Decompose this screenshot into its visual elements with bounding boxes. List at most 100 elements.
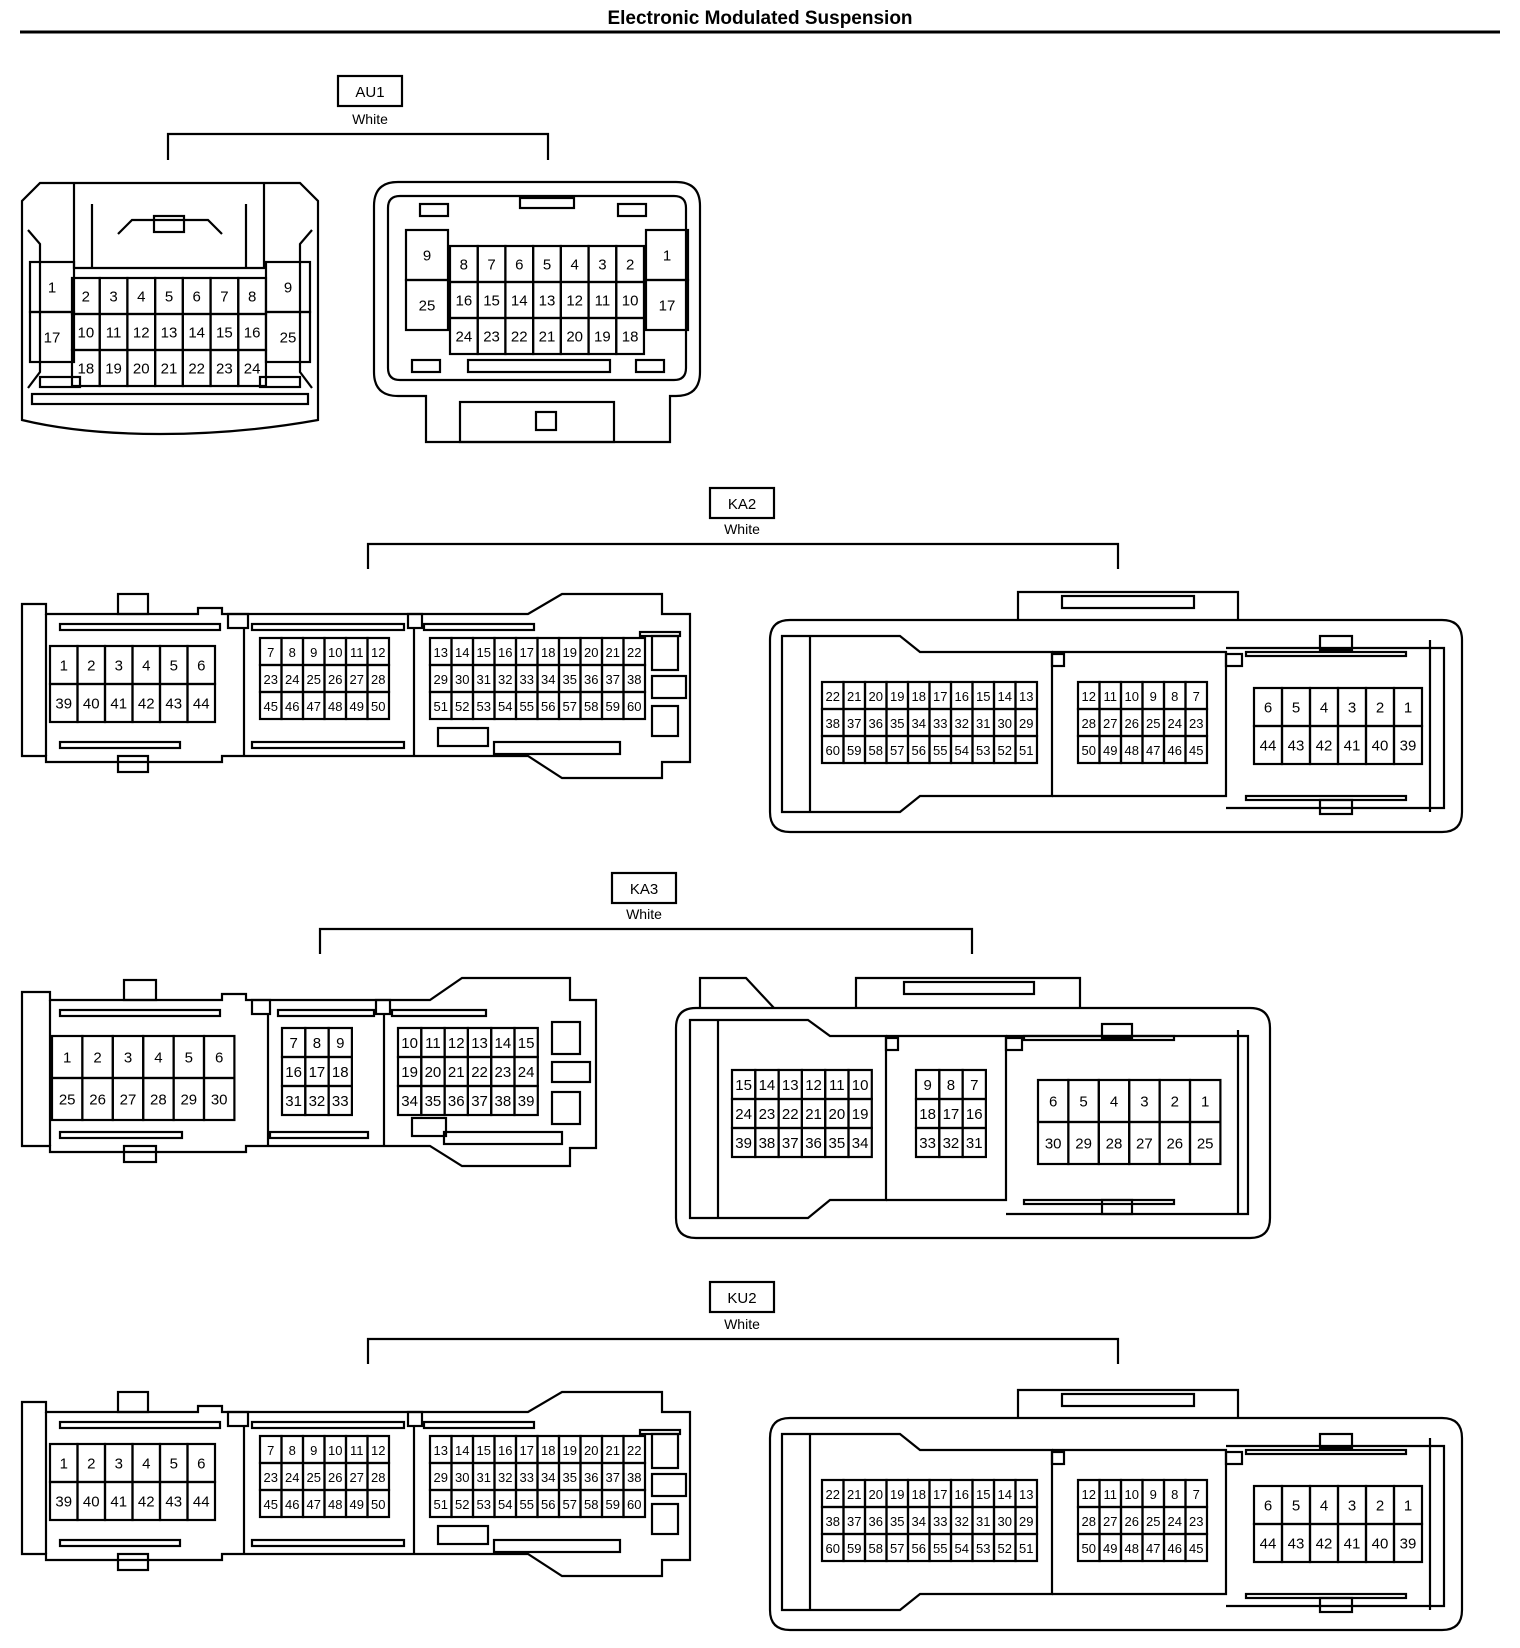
pin-label: 44	[1260, 738, 1277, 755]
pin-label: 7	[289, 1035, 297, 1052]
pin-cell	[615, 316, 646, 356]
pin-label: 14	[455, 645, 469, 660]
pin-label: 19	[563, 1443, 577, 1458]
housing-detail	[1004, 1036, 1024, 1052]
pin-label: 2	[93, 1050, 101, 1067]
housing-detail	[250, 622, 406, 632]
pin-label: 45	[1189, 1541, 1203, 1556]
pin-cell	[186, 1480, 217, 1522]
housing-detail	[410, 358, 442, 374]
housing-detail	[1224, 652, 1244, 668]
pin-label: 3	[115, 1456, 123, 1473]
view-bracket	[166, 132, 550, 160]
pin-label: 4	[1110, 1094, 1118, 1111]
pin-cell	[1392, 1522, 1424, 1564]
pin-label: 36	[584, 672, 598, 687]
pin-label: 19	[563, 645, 577, 660]
pin-label: 27	[1103, 716, 1117, 731]
pin-label: 39	[518, 1093, 535, 1110]
pin-label: 26	[1125, 716, 1139, 731]
housing-detail	[650, 1502, 680, 1536]
pin-label: 20	[869, 689, 883, 704]
pin-label: 56	[541, 1497, 555, 1512]
pin-label: 29	[434, 672, 448, 687]
pin-label: 59	[847, 743, 861, 758]
housing-detail	[250, 1538, 406, 1548]
pin-label: 23	[216, 361, 233, 378]
pin-label: 23	[264, 1470, 278, 1485]
pin-label: 37	[847, 716, 861, 731]
pin-label: 5	[170, 658, 178, 675]
pin-label: 36	[869, 716, 883, 731]
housing-detail	[1050, 1450, 1066, 1466]
pin-label: 58	[584, 1497, 598, 1512]
pin-label: 10	[622, 293, 639, 310]
housing-detail	[152, 214, 186, 234]
pin-label: 40	[1372, 738, 1389, 755]
pin-label: 31	[285, 1093, 302, 1110]
pin-label: 9	[336, 1035, 344, 1052]
pin-label: 26	[1125, 1514, 1139, 1529]
pin-label: 25	[280, 330, 297, 347]
housing-detail	[58, 1130, 184, 1140]
housing-detail	[1060, 594, 1196, 610]
pin-label: 47	[1146, 1541, 1160, 1556]
pin-label: 26	[89, 1092, 106, 1109]
housing-detail	[650, 634, 680, 672]
housing-detail	[436, 726, 490, 748]
pin-label: 60	[826, 743, 840, 758]
pin-label: 13	[471, 1035, 488, 1052]
pin-label: 22	[627, 1443, 641, 1458]
pin-label: 4	[571, 257, 579, 274]
housing-outline	[1016, 1388, 1240, 1418]
housing-outline	[386, 194, 688, 382]
pin-label: 20	[829, 1106, 846, 1123]
pin-label: 3	[124, 1050, 132, 1067]
pin-label: 5	[165, 289, 173, 306]
pin-label: 33	[933, 1514, 947, 1529]
pin-label: 24	[518, 1064, 535, 1081]
pin-label: 17	[44, 330, 61, 347]
pin-label: 10	[328, 645, 342, 660]
pin-label: 57	[563, 1497, 577, 1512]
housing-detail	[1100, 1022, 1134, 1040]
pin-label: 9	[1150, 1487, 1157, 1502]
pin-label: 3	[1348, 1498, 1356, 1515]
pin-label: 46	[1168, 743, 1182, 758]
pin-cell	[1392, 724, 1424, 766]
pin-label: 21	[805, 1106, 822, 1123]
pin-label: 23	[264, 672, 278, 687]
pin-label: 12	[1082, 1487, 1096, 1502]
pin-label: 17	[659, 298, 676, 315]
pin-label: 38	[627, 672, 641, 687]
housing-detail	[116, 754, 150, 774]
pin-label: 57	[563, 699, 577, 714]
pin-label: 3	[1348, 700, 1356, 717]
pin-label: 6	[193, 289, 201, 306]
pin-label: 36	[869, 1514, 883, 1529]
pin-label: 25	[1146, 1514, 1160, 1529]
pin-label: 11	[595, 293, 611, 310]
pin-cell	[644, 278, 690, 332]
pin-label: 33	[520, 1470, 534, 1485]
pin-label: 23	[759, 1106, 776, 1123]
connector-id-label: KA2	[728, 496, 756, 513]
pin-label: 12	[371, 1443, 385, 1458]
pin-label: 30	[998, 1514, 1012, 1529]
pin-cell	[847, 1126, 873, 1159]
pin-label: 13	[539, 293, 556, 310]
pin-label: 59	[606, 699, 620, 714]
housing-detail	[1244, 650, 1408, 658]
pin-label: 15	[483, 293, 500, 310]
pin-label: 45	[264, 1497, 278, 1512]
pin-label: 7	[220, 289, 228, 306]
pin-label: 49	[1103, 743, 1117, 758]
